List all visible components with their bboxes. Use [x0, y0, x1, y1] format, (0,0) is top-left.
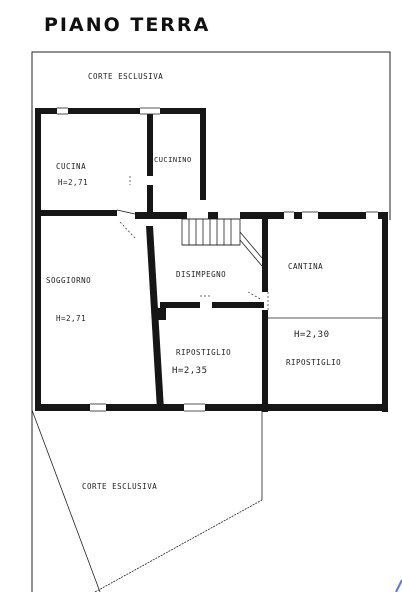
label-cucinino: CUCININO [154, 156, 192, 164]
door-marks [119, 176, 269, 310]
label-ripostiglio-b: RIPOSTIGLIO [286, 358, 342, 367]
label-ripostiglio-a-h: H=2,35 [172, 366, 208, 376]
plan-title: PIANO TERRA [44, 14, 211, 36]
label-cucina-h: H=2,71 [58, 178, 89, 187]
label-corte-top: CORTE ESCLUSIVA [88, 72, 164, 81]
label-disimpegno: DISIMPEGNO [176, 270, 227, 279]
label-soggiorno-h: H=2,71 [56, 314, 87, 323]
label-cantina: CANTINA [288, 262, 324, 271]
label-soggiorno: SOGGIORNO [46, 276, 92, 285]
staircase [181, 218, 263, 267]
walls [35, 108, 388, 412]
lot-boundary [31, 51, 391, 592]
label-cantina-h: H=2,30 [294, 330, 330, 340]
label-cucina: CUCINA [56, 162, 87, 171]
label-corte-bottom: CORTE ESCLUSIVA [82, 482, 158, 491]
label-ripostiglio-a: RIPOSTIGLIO [176, 348, 232, 357]
accent-stroke [395, 579, 402, 592]
